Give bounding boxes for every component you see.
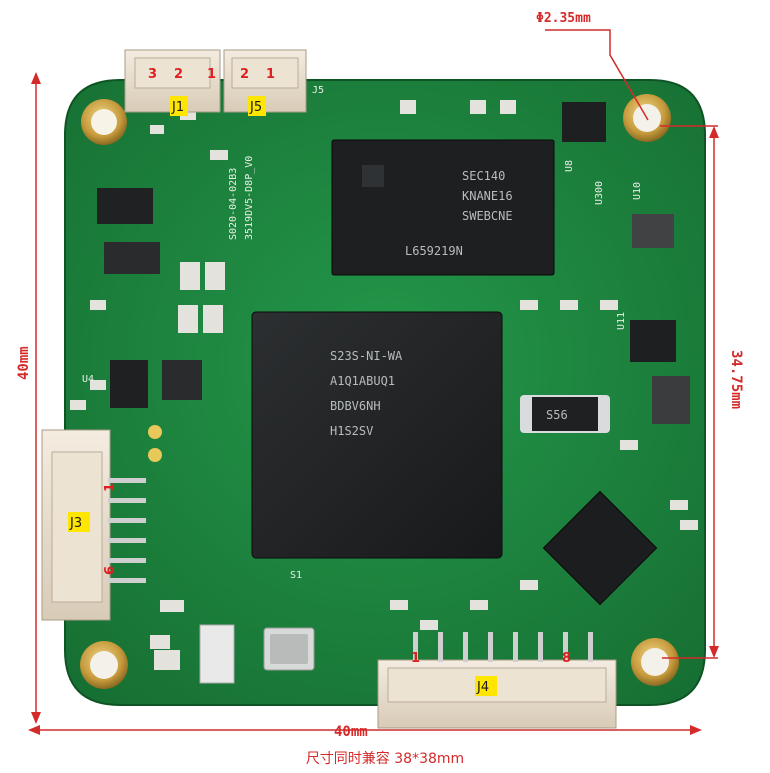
flash-line-3: SWEBCNE	[462, 209, 513, 223]
silk-u11: U11	[616, 312, 627, 330]
silk-u300: U300	[594, 181, 605, 205]
j1-label: J1	[171, 100, 184, 115]
flash-chip: SEC140 KNANE16 SWEBCNE L659219N	[331, 139, 555, 276]
silk-j5: J5	[312, 85, 324, 96]
j4-label: J4	[476, 680, 489, 695]
j4-pin-first: 1	[411, 651, 420, 666]
ic-small-8	[632, 214, 674, 248]
qfn-chip	[542, 490, 658, 606]
hole-spacing-text: 34.75mm	[728, 350, 744, 409]
ic-small-5	[562, 102, 606, 142]
j1-pin-1: 1	[207, 67, 216, 82]
width-text: 40mm	[334, 724, 368, 740]
soc-line-3: BDBV6NH	[330, 399, 381, 413]
j3-label: J3	[69, 516, 82, 531]
ic-small-2	[104, 242, 160, 274]
compatibility-caption: 尺寸同时兼容 38*38mm	[305, 751, 465, 767]
dimension-width: 40mm	[28, 724, 702, 740]
connector-j3: 1 6 J3	[41, 429, 146, 621]
test-pad-2	[148, 448, 162, 462]
silk-u10: U10	[632, 182, 643, 200]
connector-j5: 2 1 J5	[223, 49, 307, 116]
capacitor-large	[199, 624, 235, 684]
flash-line-2: KNANE16	[462, 189, 513, 203]
connector-j1: 3 2 1 J1	[124, 49, 221, 116]
silk-board-rev: 3519DV5-D8P_V0	[244, 156, 255, 240]
soc-chip: S23S-NI-WA A1Q1ABUQ1 BDBV6NH H1S2SV	[251, 311, 503, 559]
mounting-hole-top-left	[81, 99, 127, 145]
silk-board-id: S020-04-02B3	[228, 168, 239, 240]
flash-line-4: L659219N	[405, 244, 463, 258]
j5-label: J5	[249, 100, 262, 115]
silk-u8: U8	[564, 160, 575, 172]
mounting-hole-bottom-left	[80, 641, 128, 689]
j5-pin-1: 1	[266, 67, 275, 82]
soc-line-2: A1Q1ABUQ1	[330, 374, 395, 388]
dimension-height: 40mm	[16, 72, 41, 724]
silk-s1: S1	[290, 570, 302, 581]
height-text: 40mm	[16, 346, 32, 380]
j5-pin-2: 2	[240, 67, 249, 82]
j3-pin-last: 6	[103, 566, 118, 575]
silk-u4: U4	[82, 374, 94, 385]
soc-line-4: H1S2SV	[330, 424, 373, 438]
crystal-inner	[270, 634, 308, 664]
ic-small-7	[652, 376, 690, 424]
ic-small-6	[630, 320, 676, 362]
j3-pin-first: 1	[103, 483, 118, 492]
flash-line-1: SEC140	[462, 169, 505, 183]
dimension-hole-diameter: Φ2.35mm	[536, 11, 649, 121]
ic-small-3	[110, 360, 148, 408]
test-pad-1	[148, 425, 162, 439]
connector-j4: 1 8 J4	[377, 632, 617, 729]
diode: S56	[520, 395, 610, 433]
passive-components	[70, 100, 698, 670]
j1-pin-2: 2	[174, 67, 183, 82]
ic-small-1	[97, 188, 153, 224]
soc-line-1: S23S-NI-WA	[330, 349, 403, 363]
dimension-hole-spacing: 34.75mm	[660, 125, 744, 659]
mounting-hole-bottom-right	[631, 638, 679, 686]
hole-diameter-text: Φ2.35mm	[536, 11, 591, 26]
ic-small-4	[162, 360, 202, 400]
j1-pin-3: 3	[148, 67, 157, 82]
j4-pin-last: 8	[562, 651, 571, 666]
diode-mark: S56	[546, 408, 568, 422]
